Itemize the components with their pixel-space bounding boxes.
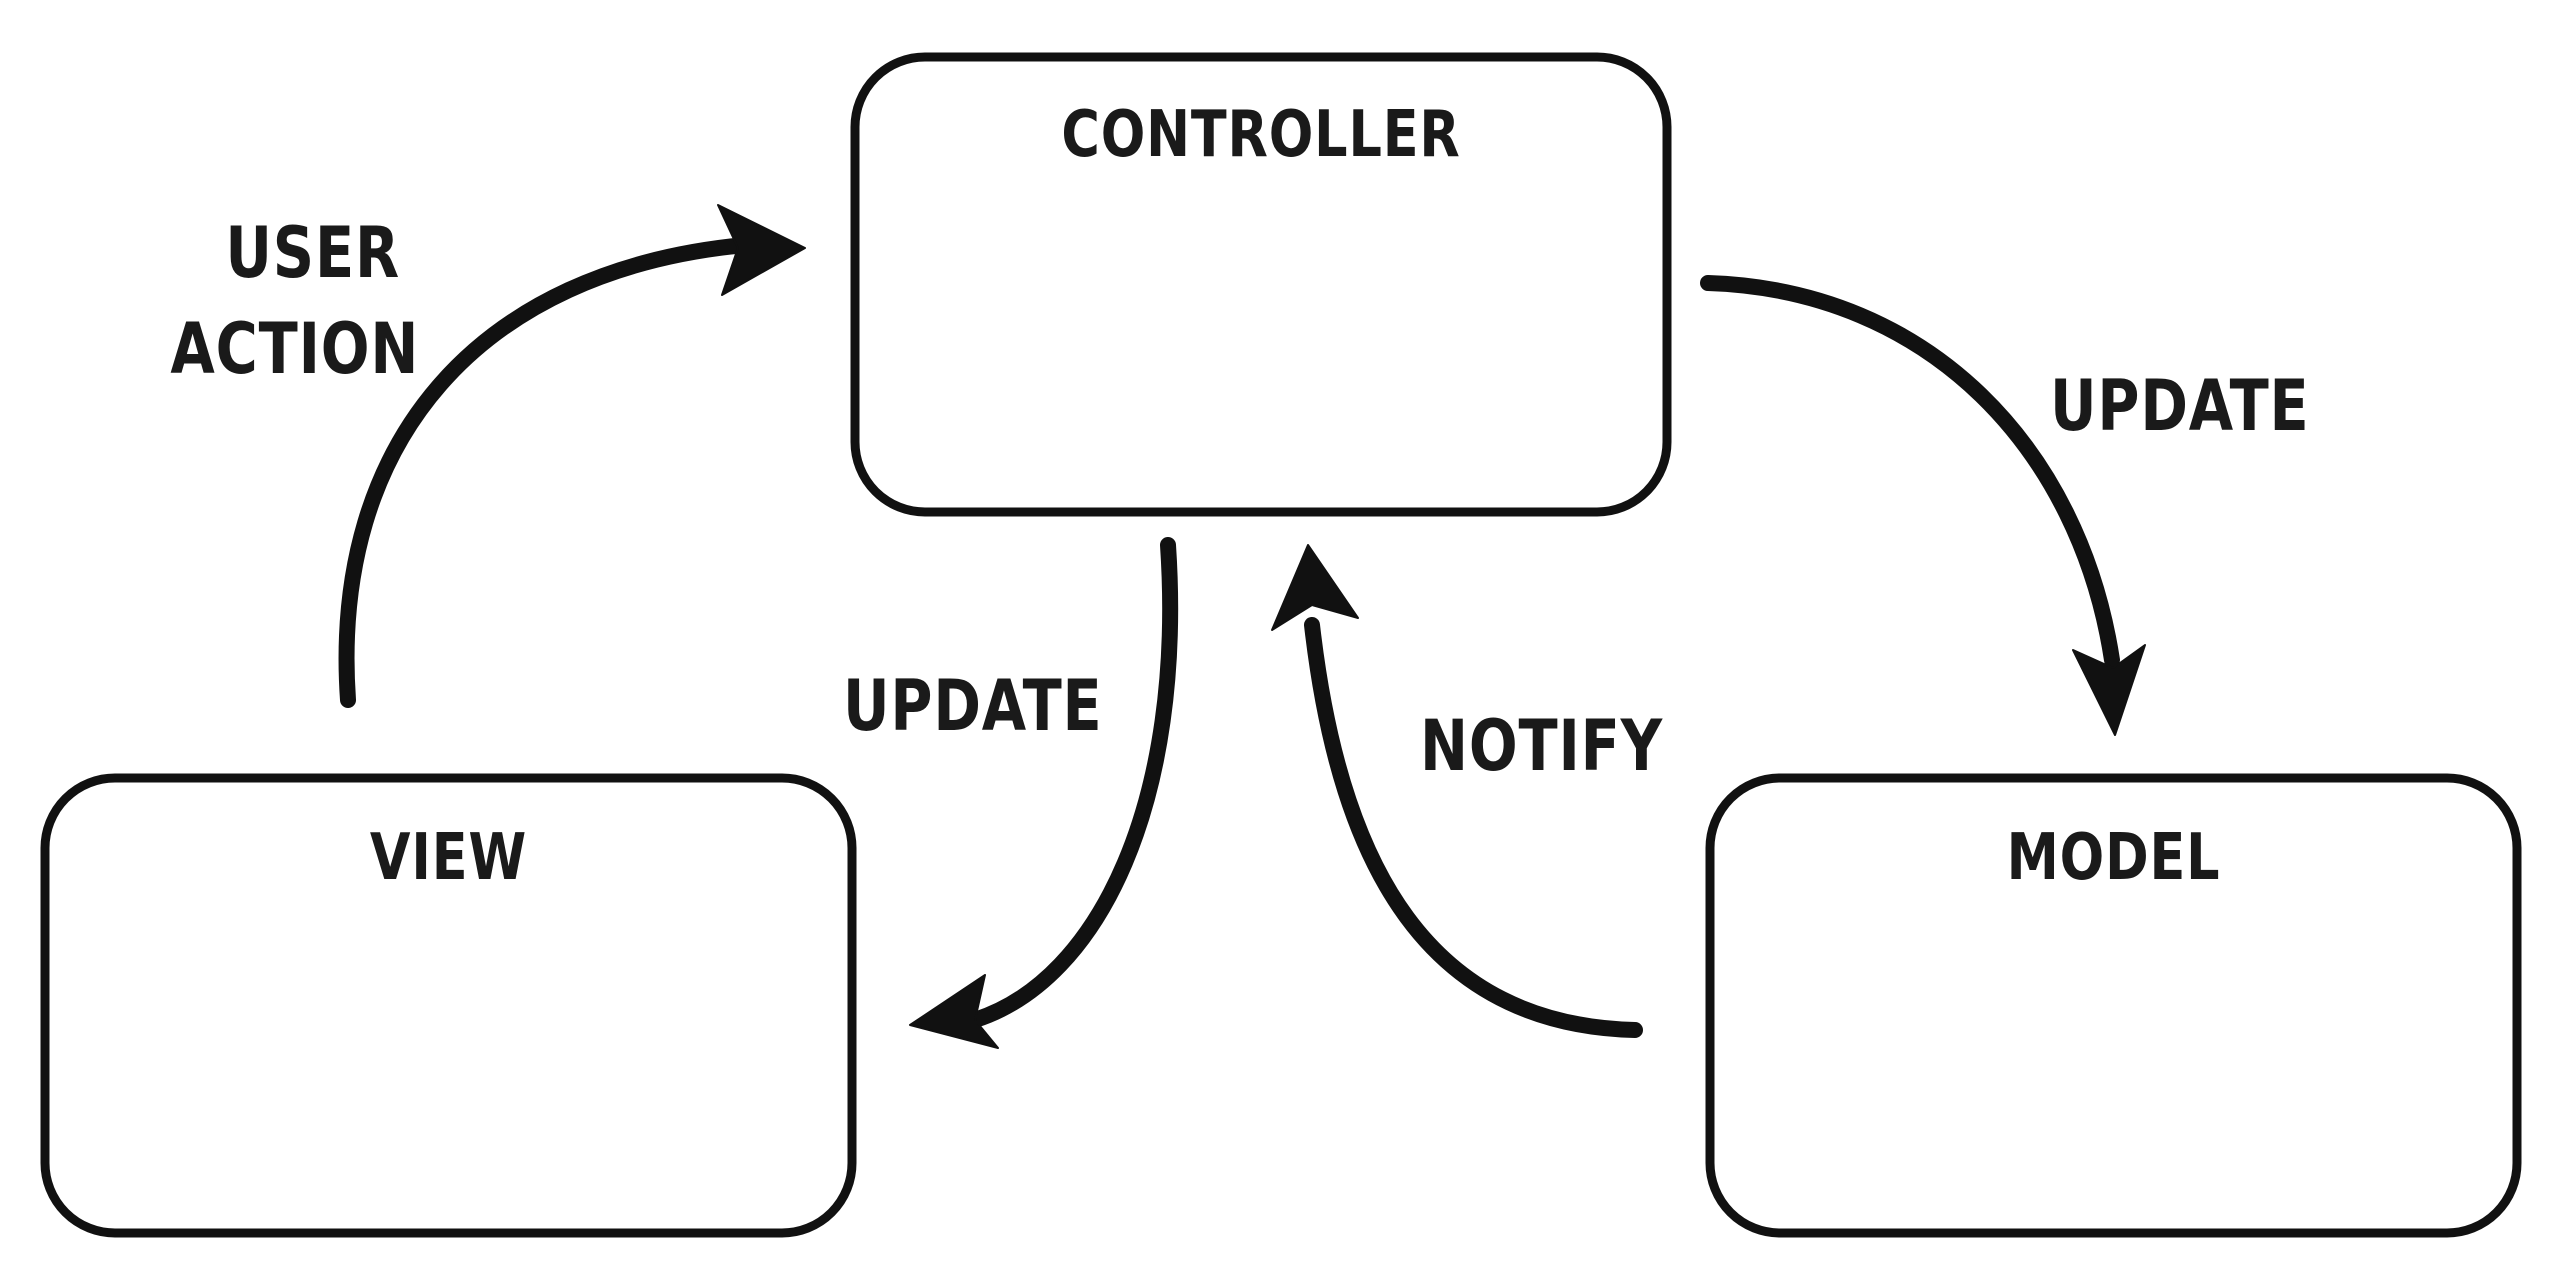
view-box bbox=[40, 773, 857, 1238]
user-action-label-line1: USER bbox=[225, 212, 400, 294]
controller-box bbox=[850, 52, 1672, 517]
user-action-arrow bbox=[338, 204, 806, 708]
controller-title: CONTROLLER bbox=[1061, 98, 1461, 172]
update-model-arrow bbox=[1700, 275, 2146, 736]
view-title: VIEW bbox=[369, 821, 528, 895]
model-title: MODEL bbox=[2006, 821, 2221, 895]
notify-label: NOTIFY bbox=[1420, 705, 1664, 787]
user-action-label: USER ACTION bbox=[170, 205, 420, 397]
user-action-label-line2: ACTION bbox=[170, 308, 420, 390]
update-view-label: UPDATE bbox=[843, 665, 1103, 747]
notify-arrow bbox=[1271, 544, 1643, 1038]
model-box bbox=[1705, 773, 2522, 1238]
update-model-label: UPDATE bbox=[2050, 365, 2310, 447]
update-view-arrow bbox=[909, 537, 1179, 1049]
